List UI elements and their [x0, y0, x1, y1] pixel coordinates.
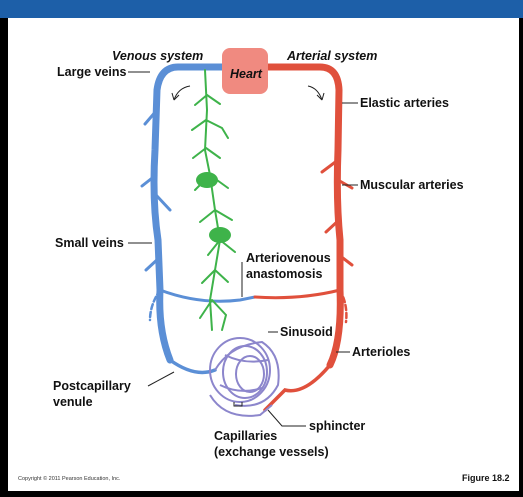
small-veins-label: Small veins — [55, 236, 124, 250]
arteriovenous-label-line2: anastomosis — [246, 267, 322, 281]
venous-vessels — [142, 67, 255, 372]
lymph-node-1 — [196, 172, 218, 188]
lymph-node-2 — [209, 227, 231, 243]
arterial-system-title: Arterial system — [286, 49, 377, 63]
arteriovenous-anastomosis — [255, 290, 340, 298]
lymph-nodes — [196, 172, 231, 243]
arteriovenous-label-line1: Arteriovenous — [246, 251, 331, 265]
venous-system-title: Venous system — [112, 49, 203, 63]
sinusoid-label: Sinusoid — [280, 325, 333, 339]
vein-lower-loop — [160, 290, 255, 301]
figure-number: Figure 18.2 — [462, 473, 510, 483]
arterial-vessels — [255, 67, 352, 410]
sphincter-label: sphincter — [309, 419, 365, 433]
copyright-text: Copyright © 2011 Pearson Education, Inc. — [18, 475, 121, 482]
arterioles-label: Arterioles — [352, 345, 410, 359]
postcapillary-label-line1: Postcapillary — [53, 379, 131, 393]
elastic-arteries-label: Elastic arteries — [360, 96, 449, 110]
heart-block: Heart — [222, 48, 268, 94]
postcapillary-leader — [148, 372, 174, 386]
large-veins-label: Large veins — [57, 65, 127, 79]
lymphatic-tree — [192, 70, 235, 330]
arteriole — [265, 365, 330, 410]
sphincter-leader — [268, 410, 306, 426]
muscular-arteries-label: Muscular arteries — [360, 178, 464, 192]
elastic-artery — [266, 67, 340, 365]
postcapillary-label-line2: venule — [53, 395, 93, 409]
postcapillary-venule — [170, 360, 215, 372]
heart-label: Heart — [230, 67, 263, 81]
capillaries-label-line2: (exchange vessels) — [214, 445, 329, 459]
capillary-bed — [210, 338, 279, 416]
capillaries-label-line1: Capillaries — [214, 429, 277, 443]
